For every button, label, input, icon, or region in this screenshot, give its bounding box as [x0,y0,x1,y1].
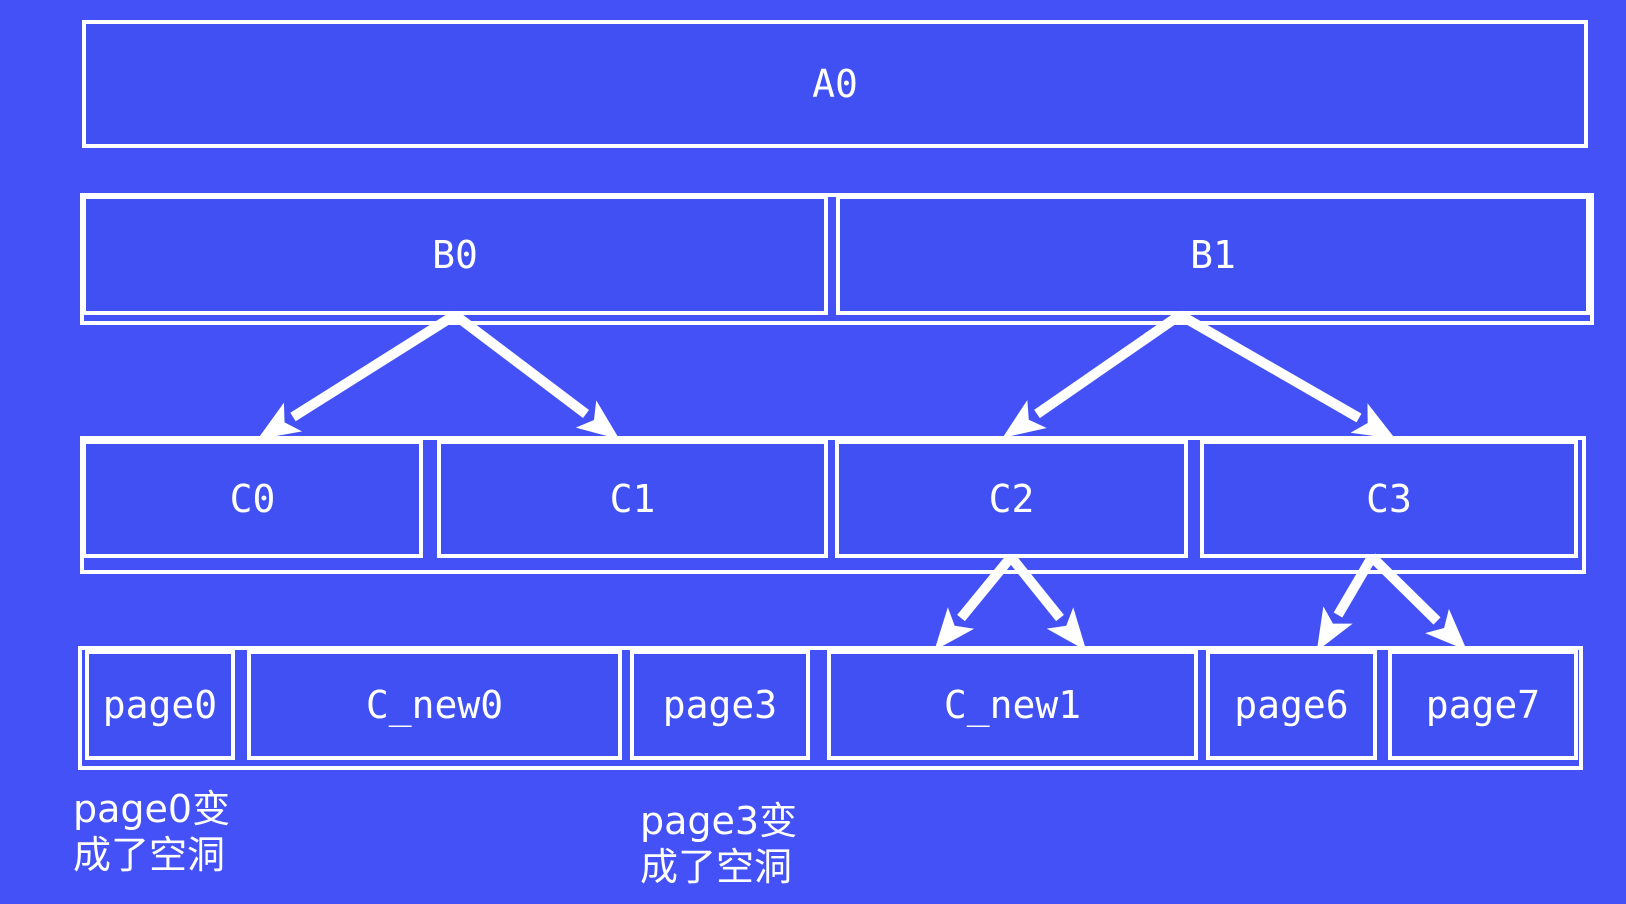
block-c0: C0 [82,440,423,558]
block-a0-label: A0 [812,62,858,106]
block-a0: A0 [82,20,1588,148]
block-page7: page7 [1388,650,1578,760]
arrow-b1-to-c3 [1177,310,1396,439]
block-page0: page0 [85,650,235,760]
block-c-new1: C_new1 [827,650,1198,760]
note-page3-hole-line1: page3变 [640,799,798,843]
block-page0-label: page0 [102,683,218,727]
note-page3-hole-line2: 成了空洞 [640,845,793,889]
block-page6: page6 [1206,650,1377,760]
arrow-b1-to-c2 [1002,310,1183,438]
block-c3: C3 [1200,440,1578,558]
block-c3-label: C3 [1366,477,1412,521]
block-page6-label: page6 [1234,683,1349,727]
block-c1-label: C1 [609,477,656,521]
note-page0-hole-line2: 成了空洞 [73,833,226,877]
block-page3-label: page3 [662,683,778,727]
block-c0-label: C0 [229,477,276,521]
block-b0: B0 [82,195,828,315]
block-c1: C1 [437,440,828,558]
note-page0-hole-line1: page0变 [73,787,231,831]
pages-row-outline [78,646,1583,770]
arrow-b0-to-c1 [451,311,620,440]
arrow-b0-to-c0 [257,310,458,440]
block-b1-label: B1 [1190,233,1236,277]
block-c-new0-label: C_new0 [365,683,504,727]
note-page3-hole: page3变 成了空洞 [640,798,797,890]
block-page7-label: page7 [1425,683,1541,727]
note-page0-hole: page0变 成了空洞 [73,786,230,878]
block-c-new1-label: C_new1 [943,683,1082,727]
block-c2: C2 [835,440,1188,558]
block-c-new0: C_new0 [247,650,622,760]
block-b0-label: B0 [432,233,478,277]
block-c2-label: C2 [988,477,1035,521]
block-page3: page3 [630,650,810,760]
block-b1: B1 [836,195,1590,315]
